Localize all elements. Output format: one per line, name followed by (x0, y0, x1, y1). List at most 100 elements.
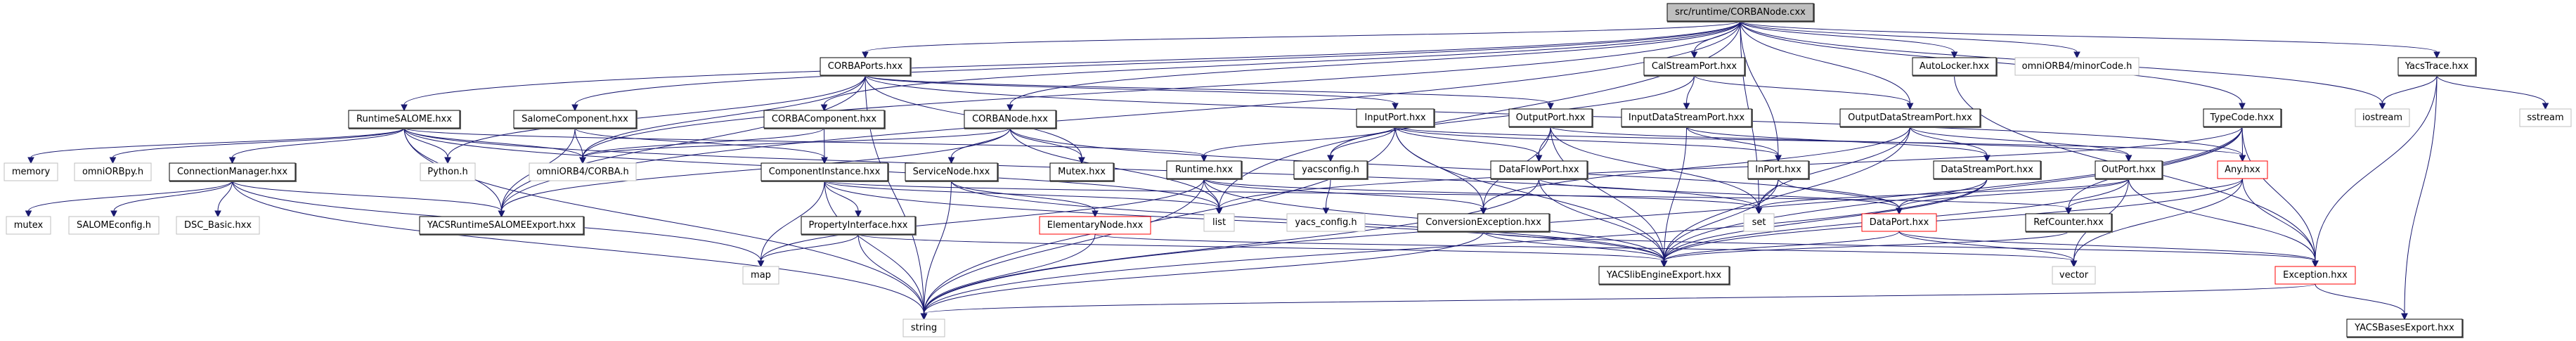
arrowhead-icon (1215, 207, 1223, 215)
node-box (420, 162, 476, 181)
edge-cal-stream-port-to-input-data-stream-port (1683, 75, 1695, 110)
edge-line (574, 127, 583, 158)
node-box (742, 266, 779, 285)
node-yacsruntime-salomeexport[interactable]: YACSRuntimeSALOMEExport.hxx (419, 216, 585, 236)
node-yacsbases-export[interactable]: YACSBasesExport.hxx (2346, 319, 2464, 338)
edge-salome-component-to-component-instance (574, 127, 828, 165)
node-yacs-trace[interactable]: YacsTrace.hxx (2397, 57, 2477, 77)
node-component-instance[interactable]: ComponentInstance.hxx (760, 162, 889, 182)
node-corbanode[interactable]: CORBANode.hxx (964, 110, 1057, 129)
node-ref-counter[interactable]: RefCounter.hxx (2025, 213, 2113, 233)
node-yacs-config[interactable]: yacs_config.h (1286, 213, 1366, 232)
node-iostream[interactable]: iostream (2355, 108, 2410, 127)
node-label: CORBAComponent.hxx (772, 114, 876, 124)
node-vector[interactable]: vector (2052, 266, 2096, 285)
node-yacsconfig[interactable]: yacsconfig.h (1293, 160, 1368, 180)
node-service-node[interactable]: ServiceNode.hxx (905, 162, 999, 182)
node-dsc-basic[interactable]: DSC_Basic.hxx (176, 216, 260, 235)
node-map[interactable]: map (742, 266, 779, 285)
node-exception[interactable]: Exception.hxx (2274, 266, 2356, 285)
node-label: TypeCode.hxx (2210, 112, 2274, 123)
node-label: OutputPort.hxx (1516, 112, 1586, 123)
node-runtime[interactable]: Runtime.hxx (1166, 160, 1243, 180)
edge-property-interface-to-yacslib-engine-export (857, 233, 1668, 268)
node-corbacomponent[interactable]: CORBAComponent.hxx (763, 110, 886, 129)
edge-type-code-to-exception (2241, 126, 2319, 268)
edge-line (1539, 178, 1664, 262)
node-minor-code[interactable]: omniORB4/minorCode.h (2014, 57, 2140, 76)
edge-connection-manager-to-yacsruntime-salomeexport (232, 180, 505, 218)
node-box (513, 110, 637, 129)
arrowhead-icon (1200, 155, 1208, 162)
node-box (2203, 108, 2281, 127)
node-box (2095, 160, 2163, 179)
node-omni-orbpy[interactable]: omniORBpy.h (74, 162, 152, 181)
edge-input-port-to-in-port (1394, 126, 1782, 162)
edge-corbanode-to-mutex (1009, 127, 1085, 165)
node-box (1598, 266, 1730, 285)
edge-line (824, 180, 1219, 209)
node-input-port[interactable]: InputPort.hxx (1356, 108, 1435, 128)
node-property-interface[interactable]: PropertyInterface.hxx (801, 216, 917, 236)
node-list[interactable]: list (1203, 213, 1235, 232)
node-any[interactable]: Any.hxx (2217, 160, 2268, 179)
node-memory[interactable]: memory (4, 162, 58, 181)
edge-input-port-to-any (1394, 126, 2246, 162)
node-salome-component[interactable]: SalomeComponent.hxx (513, 110, 637, 129)
node-data-flow-port[interactable]: DataFlowPort.hxx (1490, 160, 1588, 180)
node-auto-locker[interactable]: AutoLocker.hxx (1912, 57, 1998, 77)
root-file-node[interactable]: src/runtime/CORBANode.cxx (1666, 3, 1815, 22)
node-data-port[interactable]: DataPort.hxx (1861, 213, 1937, 232)
node-box (1643, 57, 1745, 76)
edge-line (1394, 126, 1664, 262)
edge-corbaports-to-input-port (865, 75, 1399, 110)
arrowhead-icon (2433, 51, 2440, 59)
node-output-port[interactable]: OutputPort.hxx (1508, 108, 1593, 128)
edge-runtime-salome-to-python (403, 127, 451, 165)
arrowhead-icon (498, 210, 505, 218)
arrowhead-icon (1906, 103, 1914, 110)
node-out-port[interactable]: OutPort.hxx (2095, 160, 2163, 180)
node-set[interactable]: set (1743, 213, 1775, 232)
node-type-code[interactable]: TypeCode.hxx (2203, 108, 2282, 128)
node-box (763, 110, 885, 129)
node-label: CalStreamPort.hxx (1652, 61, 1737, 72)
edge-root-to-corbah (579, 20, 1741, 165)
node-sstream[interactable]: sstream (2519, 108, 2572, 127)
node-in-port[interactable]: InPort.hxx (1747, 160, 1810, 180)
edge-line (824, 20, 1741, 105)
node-cal-stream-port[interactable]: CalStreamPort.hxx (1643, 57, 1746, 77)
edge-connection-manager-to-dsc-basic (214, 180, 233, 218)
edge-line (1759, 126, 1910, 209)
node-label: Exception.hxx (2283, 270, 2348, 281)
node-mutex[interactable]: Mutex.hxx (1049, 162, 1115, 182)
node-corbah[interactable]: omniORB4/CORBA.h (529, 162, 637, 181)
edge-yacs-trace-to-exception (2312, 75, 2438, 268)
node-salomeconfig[interactable]: SALOMEconfig.h (68, 216, 160, 235)
edge-line (924, 178, 1205, 314)
node-string[interactable]: string (902, 319, 945, 337)
arrowhead-icon (2239, 155, 2246, 162)
node-label: Runtime.hxx (1175, 165, 1233, 175)
node-output-data-stream-port[interactable]: OutputDataStreamPort.hxx (1839, 108, 1981, 128)
node-elementary-node[interactable]: ElementaryNode.hxx (1039, 216, 1151, 235)
node-input-data-stream-port[interactable]: InputDataStreamPort.hxx (1621, 108, 1753, 128)
node-label: Any.hxx (2225, 165, 2260, 175)
edge-line (1009, 127, 1900, 209)
node-data-stream-port[interactable]: DataStreamPort.hxx (1933, 160, 2042, 180)
node-runtime-salome[interactable]: RuntimeSALOME.hxx (348, 110, 461, 129)
node-python[interactable]: Python.h (420, 162, 476, 181)
node-mutex[interactable]: mutex (6, 216, 51, 235)
node-connection-manager[interactable]: ConnectionManager.hxx (169, 162, 297, 182)
arrowhead-icon (1683, 103, 1690, 110)
edge-line (1664, 231, 1900, 262)
edge-line (824, 180, 924, 314)
node-yacslib-engine-export[interactable]: YACSlibEngineExport.hxx (1598, 266, 1730, 285)
node-conversion-exception[interactable]: ConversionException.hxx (1417, 213, 1551, 233)
node-corbaports[interactable]: CORBAPorts.hxx (820, 57, 912, 77)
edge-line (1759, 178, 2129, 209)
arrowhead-icon (2542, 103, 2549, 110)
edge-output-data-stream-port-to-out-port (1910, 126, 2132, 162)
edge-line (1203, 178, 1759, 209)
edge-line (1009, 127, 1082, 158)
